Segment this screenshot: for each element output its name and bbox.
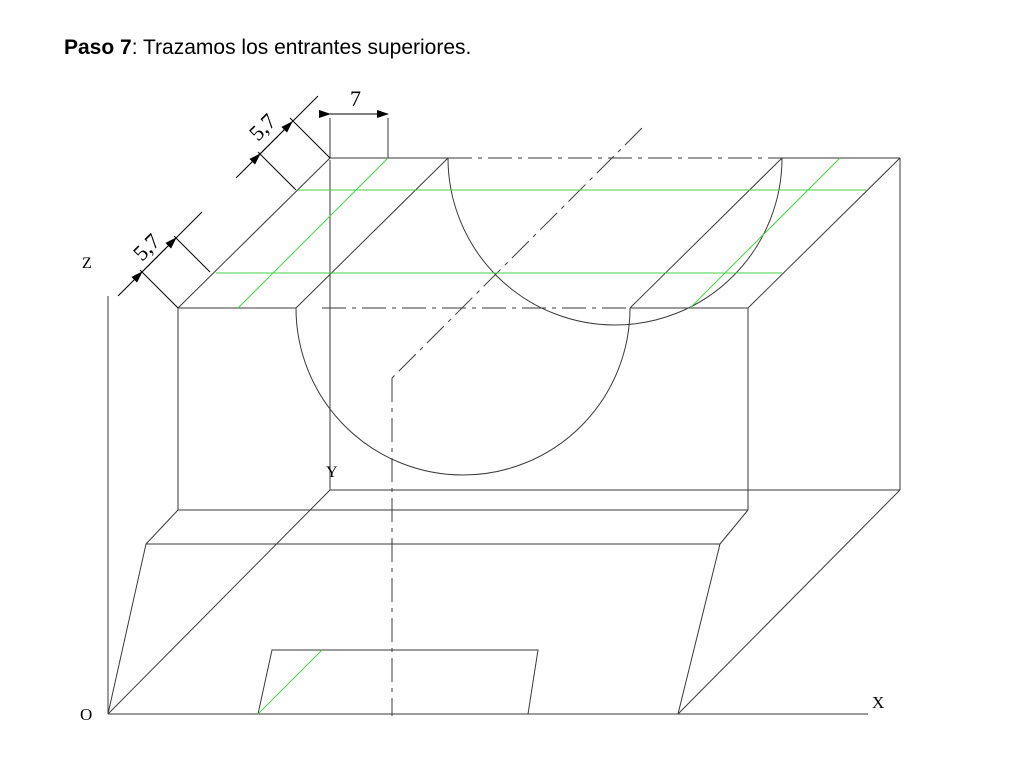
dimension-7-label: 7 bbox=[350, 86, 361, 111]
dimension-depth-1-label: 5,7 bbox=[244, 108, 281, 145]
slide-title: Paso 7: Trazamos los entrantes superiore… bbox=[64, 36, 471, 60]
step-label: Paso 7 bbox=[64, 36, 132, 59]
dimension-depth-2-label: 5,7 bbox=[128, 228, 165, 265]
origin-label: O bbox=[80, 705, 92, 724]
z-axis-label: Z bbox=[82, 255, 92, 272]
top-recess-lines bbox=[216, 157, 866, 715]
upper-block bbox=[177, 118, 901, 510]
front-semicircle bbox=[295, 307, 631, 476]
base-block bbox=[107, 489, 901, 715]
y-axis-label: Y bbox=[326, 464, 338, 481]
dimension-depth-2: 5,7 bbox=[117, 211, 211, 309]
x-axis-label: X bbox=[872, 693, 884, 712]
dimension-depth-1: 5,7 bbox=[235, 95, 331, 191]
step-description: : Trazamos los entrantes superiores. bbox=[131, 36, 472, 59]
hidden-lines bbox=[322, 127, 782, 716]
dimension-7: 7 bbox=[319, 86, 389, 118]
back-semicircle bbox=[447, 157, 783, 326]
